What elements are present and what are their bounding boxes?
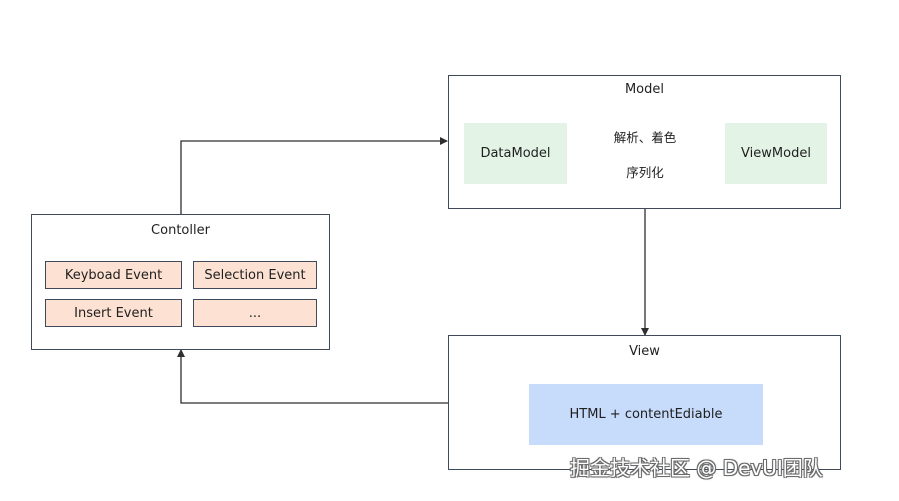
html-contenteditable-block: HTML + contentEdiable [529,384,763,445]
view-to-controller-arrow [177,349,448,404]
controller-title: Contoller [151,223,210,238]
datamodel-block: DataModel [464,123,567,184]
model-title: Model [624,82,665,97]
controller-to-model-arrow [180,137,448,214]
model-box: Model DataModel ViewModel [448,75,841,209]
parse-highlight-label: 解析、着色 [613,130,677,145]
viewmodel-block: ViewModel [725,123,827,184]
view-box: View HTML + contentEdiable [448,335,841,470]
more-events-block: ... [193,299,317,327]
insert-event-block: Insert Event [45,299,182,327]
watermark: 掘金技术社区 @ DevUI团队 [570,456,823,480]
serialize-label: 序列化 [626,165,664,180]
view-title: View [629,344,660,359]
controller-box: Contoller Keyboad Event Selection Event … [31,214,330,350]
selection-event-block: Selection Event [193,261,317,289]
keyboard-event-block: Keyboad Event [45,261,182,289]
